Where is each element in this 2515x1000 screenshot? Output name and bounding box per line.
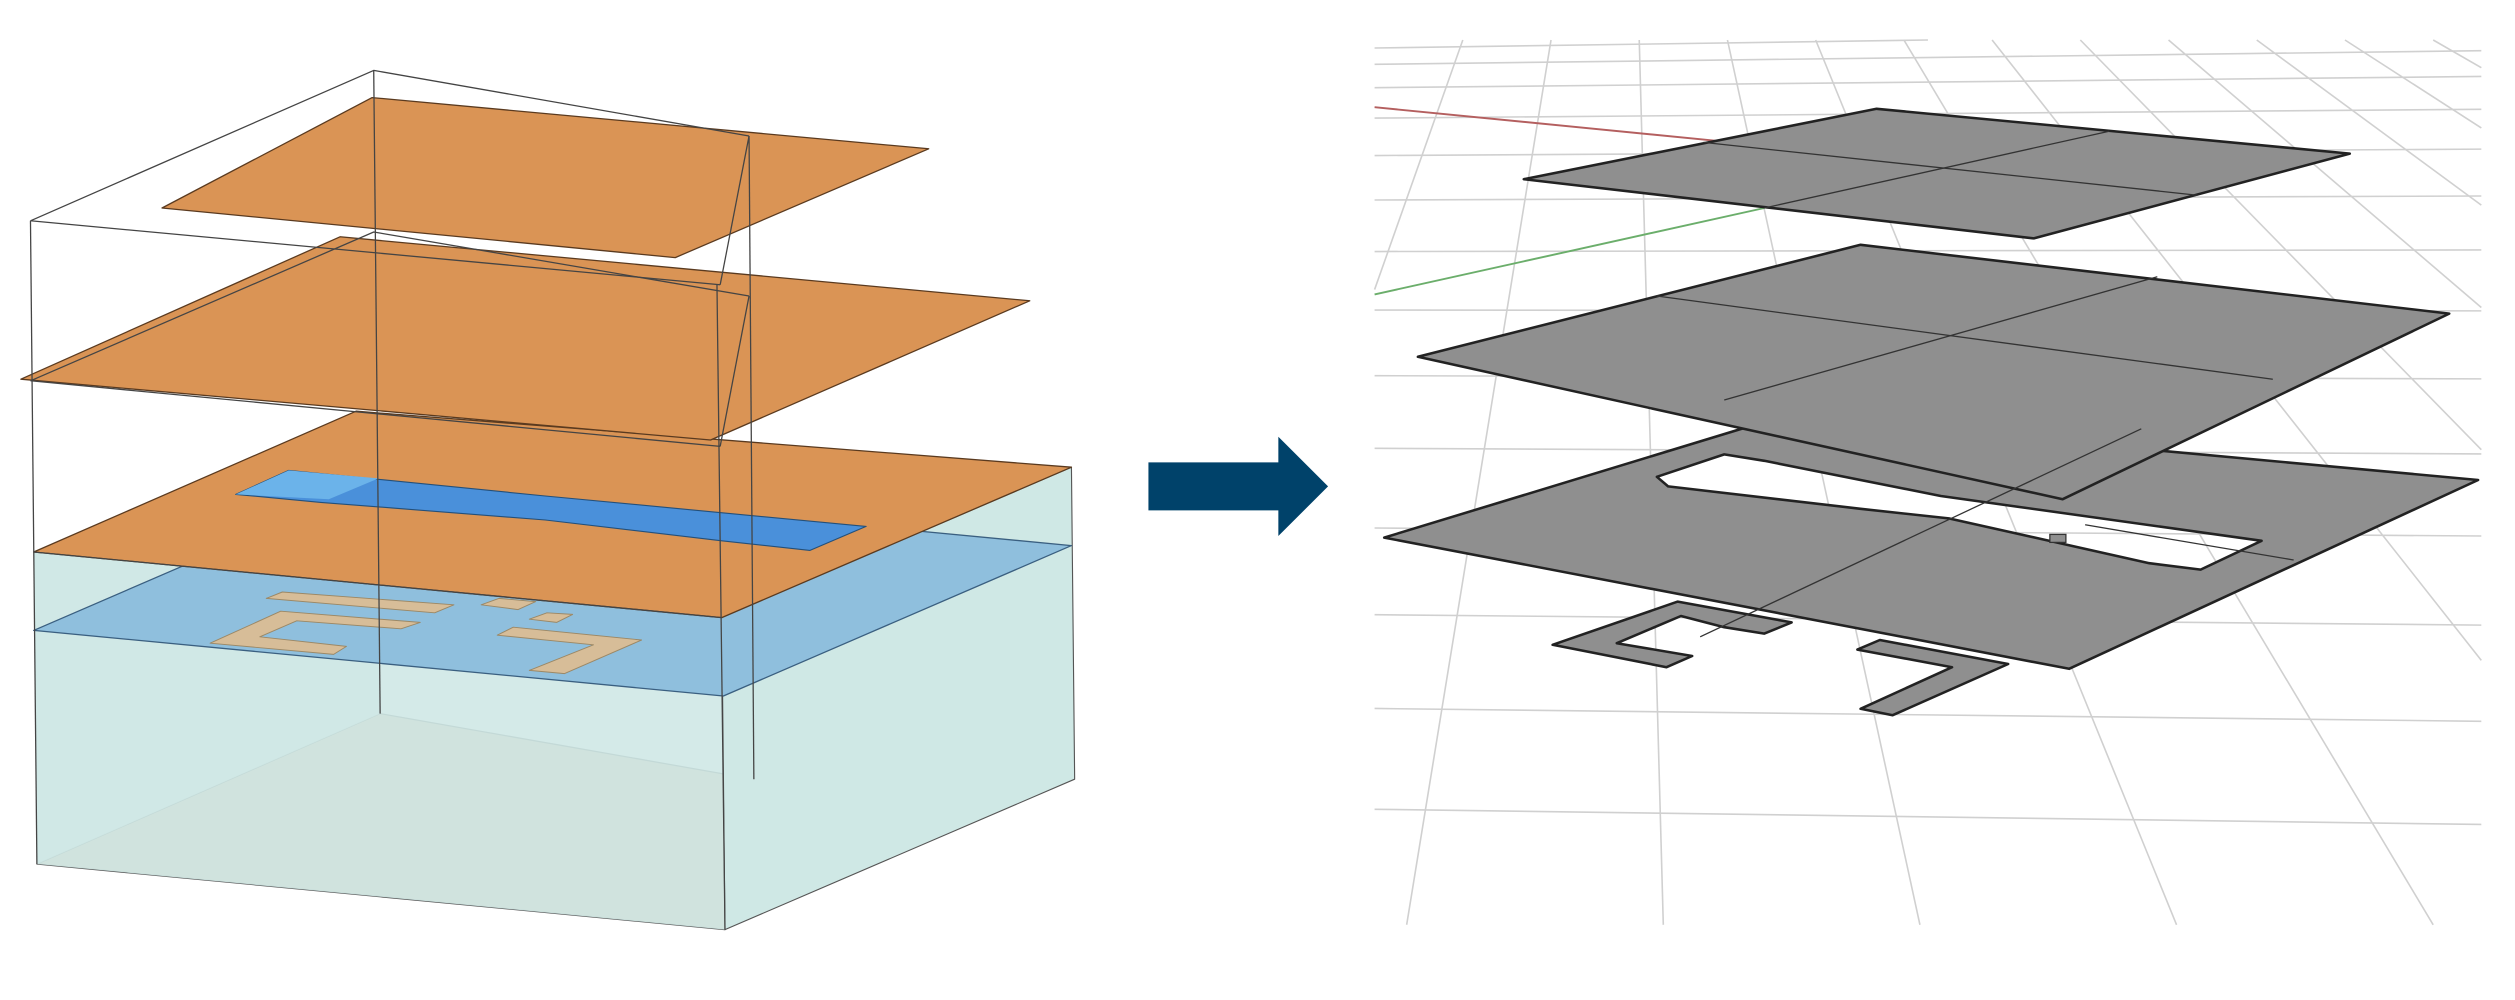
grid-line <box>1374 75 2482 89</box>
grid-line <box>1374 707 2482 723</box>
metal-plate-middle <box>20 236 1031 441</box>
slot-aperture-highlight <box>235 470 379 500</box>
grid-line <box>1373 39 1464 290</box>
y-axis-line <box>1374 207 1765 296</box>
mesh-edges <box>1656 130 2294 638</box>
x-axis-line <box>1374 106 1717 142</box>
transform-arrow-icon <box>1148 436 1329 536</box>
patch-small-2 <box>528 612 574 623</box>
grid-line <box>2432 39 2482 69</box>
metal-plate-top <box>161 96 930 259</box>
mesh-small-part-left <box>1551 600 1793 669</box>
mesh-plate-top <box>1522 107 2352 240</box>
mesh-plate-slotted <box>1382 414 2480 671</box>
mesh-plates <box>1382 107 2480 717</box>
grid-line <box>1374 49 2482 66</box>
patch-right-l <box>496 626 643 675</box>
grid-line <box>1405 39 1552 925</box>
mesh-small-part-right <box>1856 638 2010 717</box>
grid-line <box>2079 39 2482 451</box>
bounding-box-lines <box>29 69 755 930</box>
grid-line <box>2256 39 2482 206</box>
patch-left-c <box>209 610 421 655</box>
patch-elements <box>209 591 643 675</box>
grid-line <box>1374 808 2482 826</box>
left-3d-stack <box>20 69 1076 931</box>
grid-line <box>2344 39 2482 129</box>
grid-line <box>1374 249 2482 253</box>
mesh-plate-middle <box>1416 243 2451 501</box>
patch-small-1 <box>480 597 537 611</box>
right-mesh-view <box>1373 39 2482 926</box>
grid-line <box>1374 39 1928 49</box>
grid-line <box>2168 39 2482 309</box>
